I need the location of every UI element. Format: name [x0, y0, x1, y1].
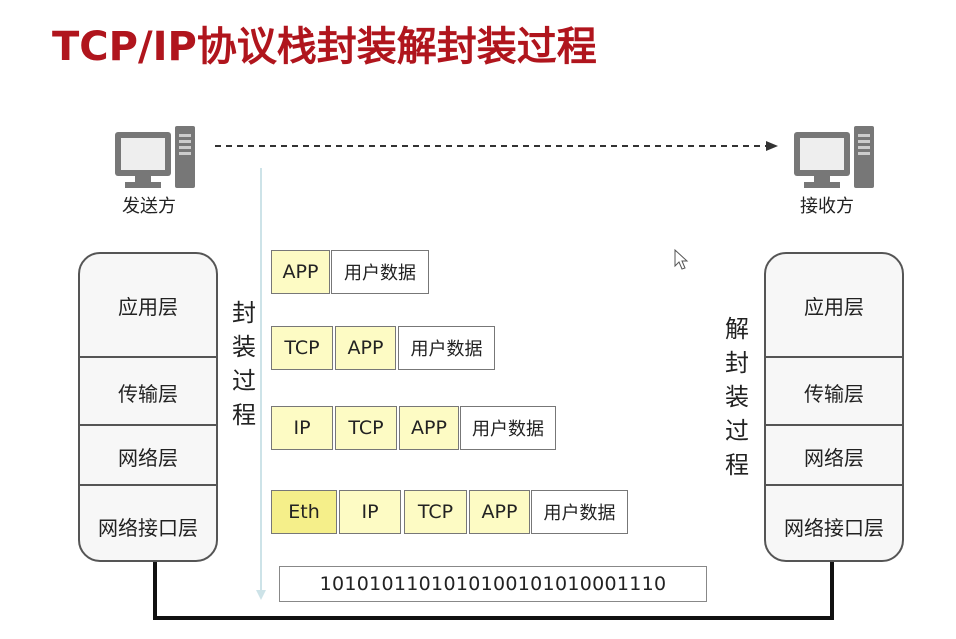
decap-char: 封 — [725, 349, 749, 377]
receiver-label: 接收方 — [800, 196, 854, 217]
decap-char: 程 — [725, 451, 749, 479]
user-data-box: 用户数据 — [398, 326, 495, 370]
encap-char: 程 — [232, 401, 256, 429]
decapsulation-label: 解 封 装 过 程 — [722, 312, 752, 482]
header-ip: IP — [339, 490, 401, 534]
arrow-head-icon — [766, 141, 778, 151]
stack-layer-link: 网络接口层 — [766, 484, 902, 560]
header-tcp: TCP — [271, 326, 333, 370]
stack-layer-link: 网络接口层 — [80, 484, 216, 560]
sender-protocol-stack: 应用层 传输层 网络层 网络接口层 — [78, 252, 218, 562]
bitstream-box: 1010101101010100101010001110 — [279, 566, 707, 602]
header-eth: Eth — [271, 490, 337, 534]
header-app: APP — [399, 406, 459, 450]
encap-char: 装 — [232, 333, 256, 361]
header-tcp: TCP — [404, 490, 467, 534]
header-app: APP — [335, 326, 396, 370]
encap-char: 封 — [232, 299, 256, 327]
user-data-box: 用户数据 — [331, 250, 429, 294]
page-title: TCP/IP协议栈封装解封装过程 — [52, 24, 597, 70]
encapsulation-label: 封 装 过 程 — [229, 296, 259, 432]
header-tcp: TCP — [335, 406, 397, 450]
receiver-computer-icon — [792, 124, 876, 192]
header-ip: IP — [271, 406, 333, 450]
stack-layer-network: 网络层 — [80, 424, 216, 486]
header-app: APP — [469, 490, 530, 534]
user-data-box: 用户数据 — [531, 490, 628, 534]
sender-label: 发送方 — [122, 196, 176, 217]
stack-layer-transport: 传输层 — [766, 356, 902, 426]
stack-layer-network: 网络层 — [766, 424, 902, 486]
receiver-protocol-stack: 应用层 传输层 网络层 网络接口层 — [764, 252, 904, 562]
decap-char: 过 — [725, 417, 749, 445]
decap-char: 装 — [725, 383, 749, 411]
encap-char: 过 — [232, 367, 256, 395]
stack-layer-application: 应用层 — [118, 294, 178, 319]
stack-layer-application: 应用层 — [804, 294, 864, 319]
sender-computer-icon — [113, 124, 197, 192]
encap-arrow-head-icon — [256, 590, 266, 600]
user-data-box: 用户数据 — [460, 406, 556, 450]
decap-char: 解 — [725, 315, 749, 343]
physical-link-line — [153, 562, 834, 620]
header-app: APP — [271, 250, 330, 294]
stack-layer-transport: 传输层 — [80, 356, 216, 426]
